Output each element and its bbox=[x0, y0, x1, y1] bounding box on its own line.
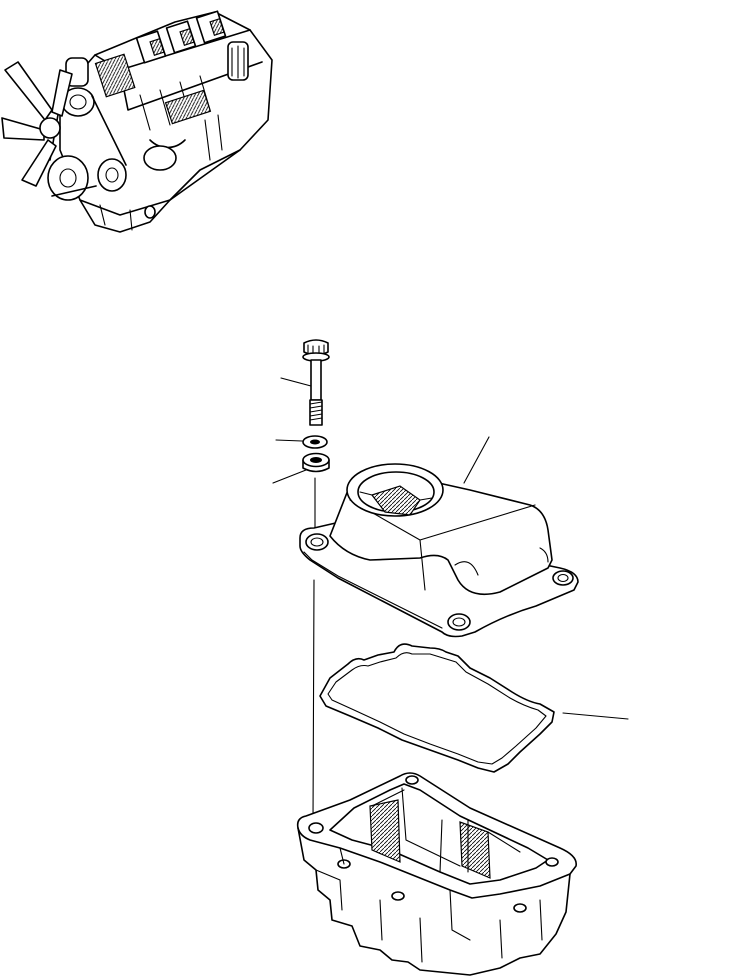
leader-seal-washer bbox=[272, 469, 307, 484]
flange-bolt bbox=[302, 339, 330, 426]
housing bbox=[296, 772, 577, 976]
leader-bolt bbox=[280, 377, 312, 387]
cover bbox=[299, 463, 579, 638]
gasket bbox=[319, 643, 555, 773]
seal-washer bbox=[302, 452, 330, 473]
leader-washer bbox=[275, 439, 303, 442]
engine-overview-illustration bbox=[1, 10, 273, 233]
leader-cover bbox=[463, 436, 490, 484]
leader-gasket bbox=[562, 712, 629, 720]
leader-lines bbox=[272, 377, 629, 823]
washer bbox=[302, 435, 328, 449]
assembly-axis-lower bbox=[312, 579, 315, 823]
